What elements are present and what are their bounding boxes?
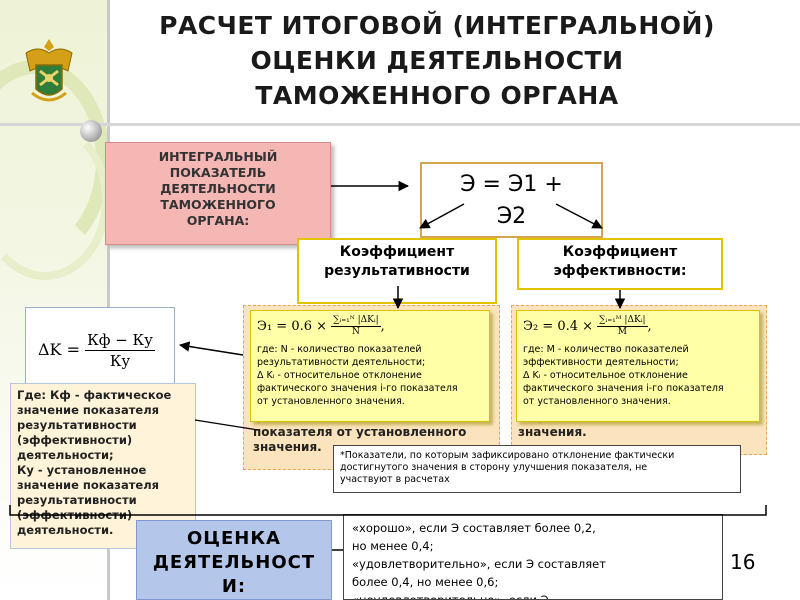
formula-desc-line: фактического значения i-го показателя (523, 383, 724, 394)
formula-desc-line: где: M - количество показателей (523, 344, 689, 355)
efficiency-coefficient-box: Коэффициент эффективности: (517, 238, 723, 290)
formula-desc-line: от установленного значения. (257, 396, 405, 407)
integral-indicator-box: ИНТЕГРАЛЬНЫЙ ПОКАЗАТЕЛЬ ДЕЯТЕЛЬНОСТИ ТАМ… (105, 142, 331, 245)
formula-desc-line: от установленного значения. (523, 396, 671, 407)
delta-k-formula-box: ΔK = Кф − Ку Ку (25, 307, 175, 384)
coef-line: результативности (324, 263, 470, 279)
formula-numerator: ∑ᵢ₌₁ᴹ |ΔKᵢ| (597, 315, 648, 327)
title-line-2: ОЦЕНКИ ДЕЯТЕЛЬНОСТИ (250, 46, 624, 75)
formula-desc-line: эффективности деятельности; (523, 357, 679, 368)
decorative-sphere (80, 120, 102, 142)
main-formula-line: Э2 (496, 204, 527, 229)
where-line: значение показателя (17, 478, 160, 492)
where-line: значение показателя (17, 403, 160, 417)
formula-tail: , (647, 319, 652, 334)
formula-desc-line: результативности деятельности; (257, 357, 426, 368)
coef-line: Коэффициент (562, 244, 678, 260)
formula-numerator: ∑ᵢ₌₁ᴺ |ΔKᵢ| (331, 315, 381, 327)
note-line: участвуют в расчетах (340, 474, 450, 485)
coef-line: эффективности: (553, 263, 687, 279)
delta-lhs: ΔK = (38, 340, 80, 359)
note-line: *Показатели, по которым зафиксировано от… (340, 450, 675, 461)
efficiency-formula-note: Э₂ = 0.4 × ∑ᵢ₌₁ᴹ |ΔKᵢ| M , где: M - коли… (516, 310, 760, 422)
efficiency-formula: Э₂ = 0.4 × ∑ᵢ₌₁ᴹ |ΔKᵢ| M , (523, 315, 753, 339)
result-formula-note: Э₁ = 0.6 × ∑ᵢ₌₁ᴺ |ΔKᵢ| N , где: N - коли… (250, 310, 490, 422)
peach-line: значения. (518, 425, 587, 439)
assessment-line: И: (221, 576, 247, 597)
formula-denominator: N (351, 327, 360, 337)
formula-tail: , (380, 319, 385, 334)
where-line: деятельности. (17, 523, 114, 537)
formula-desc-line: где: N - количество показателей (257, 344, 422, 355)
where-line: (эффективности) (17, 433, 133, 447)
title-line-1: РАСЧЕТ ИТОГОВОЙ (ИНТЕГРАЛЬНОЙ) (159, 11, 715, 40)
note-line: достигнутого значения в сторону улучшени… (340, 462, 648, 473)
title-line-3: ТАМОЖЕННОГО ОРГАНА (255, 81, 619, 110)
where-line: результативности (17, 493, 137, 507)
formula-lhs: Э₂ = 0.4 × (523, 319, 594, 334)
delta-formula: ΔK = Кф − Ку Ку (38, 330, 155, 371)
result-formula: Э₁ = 0.6 × ∑ᵢ₌₁ᴺ |ΔKᵢ| N , (257, 315, 483, 339)
integral-line: ДЕЯТЕЛЬНОСТИ (160, 181, 276, 196)
coef-line: Коэффициент (339, 244, 455, 260)
formula-fraction: ∑ᵢ₌₁ᴺ |ΔKᵢ| N (331, 315, 381, 338)
delta-fraction: Кф − Ку Ку (85, 330, 155, 371)
where-line: деятельности; (17, 448, 114, 462)
result-coefficient-box: Коэффициент результативности (297, 238, 497, 304)
where-line: Ку - установленное (17, 463, 147, 477)
where-line: результативности (17, 418, 137, 432)
integral-line: ТАМОЖЕННОГО (160, 197, 276, 212)
integral-line: ИНТЕГРАЛЬНЫЙ (158, 149, 278, 164)
assessment-line: ДЕЯТЕЛЬНОСТ (152, 552, 316, 573)
grade-line: «хорошо», если Э составляет более 0,2, (352, 521, 596, 535)
grade-line: «удовлетворительно», если Э составляет (352, 557, 606, 571)
formula-desc-line: фактического значения i-го показателя (257, 383, 458, 394)
main-formula-line: Э = Э1 + (460, 172, 563, 197)
grade-line: но менее 0,4; (352, 539, 434, 553)
grade-line: «неудовлетворительно», если Э (352, 593, 549, 600)
assessment-box: ОЦЕНКА ДЕЯТЕЛЬНОСТ И: (136, 520, 332, 600)
formula-desc-line: Δ Kᵢ - относительное отклонение (257, 370, 422, 381)
excluded-indicators-note: *Показатели, по которым зафиксировано от… (333, 445, 741, 493)
formula-fraction: ∑ᵢ₌₁ᴹ |ΔKᵢ| M (597, 315, 648, 338)
formula-denominator: M (617, 327, 627, 337)
formula-lhs: Э₁ = 0.6 × (257, 319, 328, 334)
vertical-divider (107, 0, 110, 600)
delta-numerator: Кф − Ку (85, 331, 155, 351)
grade-line: более 0,4, но менее 0,6; (352, 575, 499, 589)
integral-line: ОРГАНА: (186, 213, 250, 228)
peach-line: показателя от установленного (253, 425, 467, 439)
peach-line: значения. (253, 440, 322, 454)
where-line: Где: Кф - фактическое (17, 388, 172, 402)
slide-number: 16 (730, 550, 756, 574)
assessment-line: ОЦЕНКА (186, 528, 281, 549)
customs-emblem-icon (25, 39, 73, 102)
formula-desc-line: Δ Kᵢ - относительное отклонение (523, 370, 688, 381)
integral-line: ПОКАЗАТЕЛЬ (169, 165, 267, 180)
where-definitions-box: Где: Кф - фактическое значение показател… (10, 383, 196, 549)
slide-title: РАСЧЕТ ИТОГОВОЙ (ИНТЕГРАЛЬНОЙ) ОЦЕНКИ ДЕ… (112, 8, 762, 113)
grade-criteria-box: «хорошо», если Э составляет более 0,2, н… (343, 514, 723, 600)
horizontal-divider (0, 123, 800, 126)
main-formula-box: Э = Э1 + Э2 (420, 162, 603, 238)
delta-denominator: Ку (109, 352, 131, 370)
arrow-to-delta-formula (178, 341, 244, 356)
